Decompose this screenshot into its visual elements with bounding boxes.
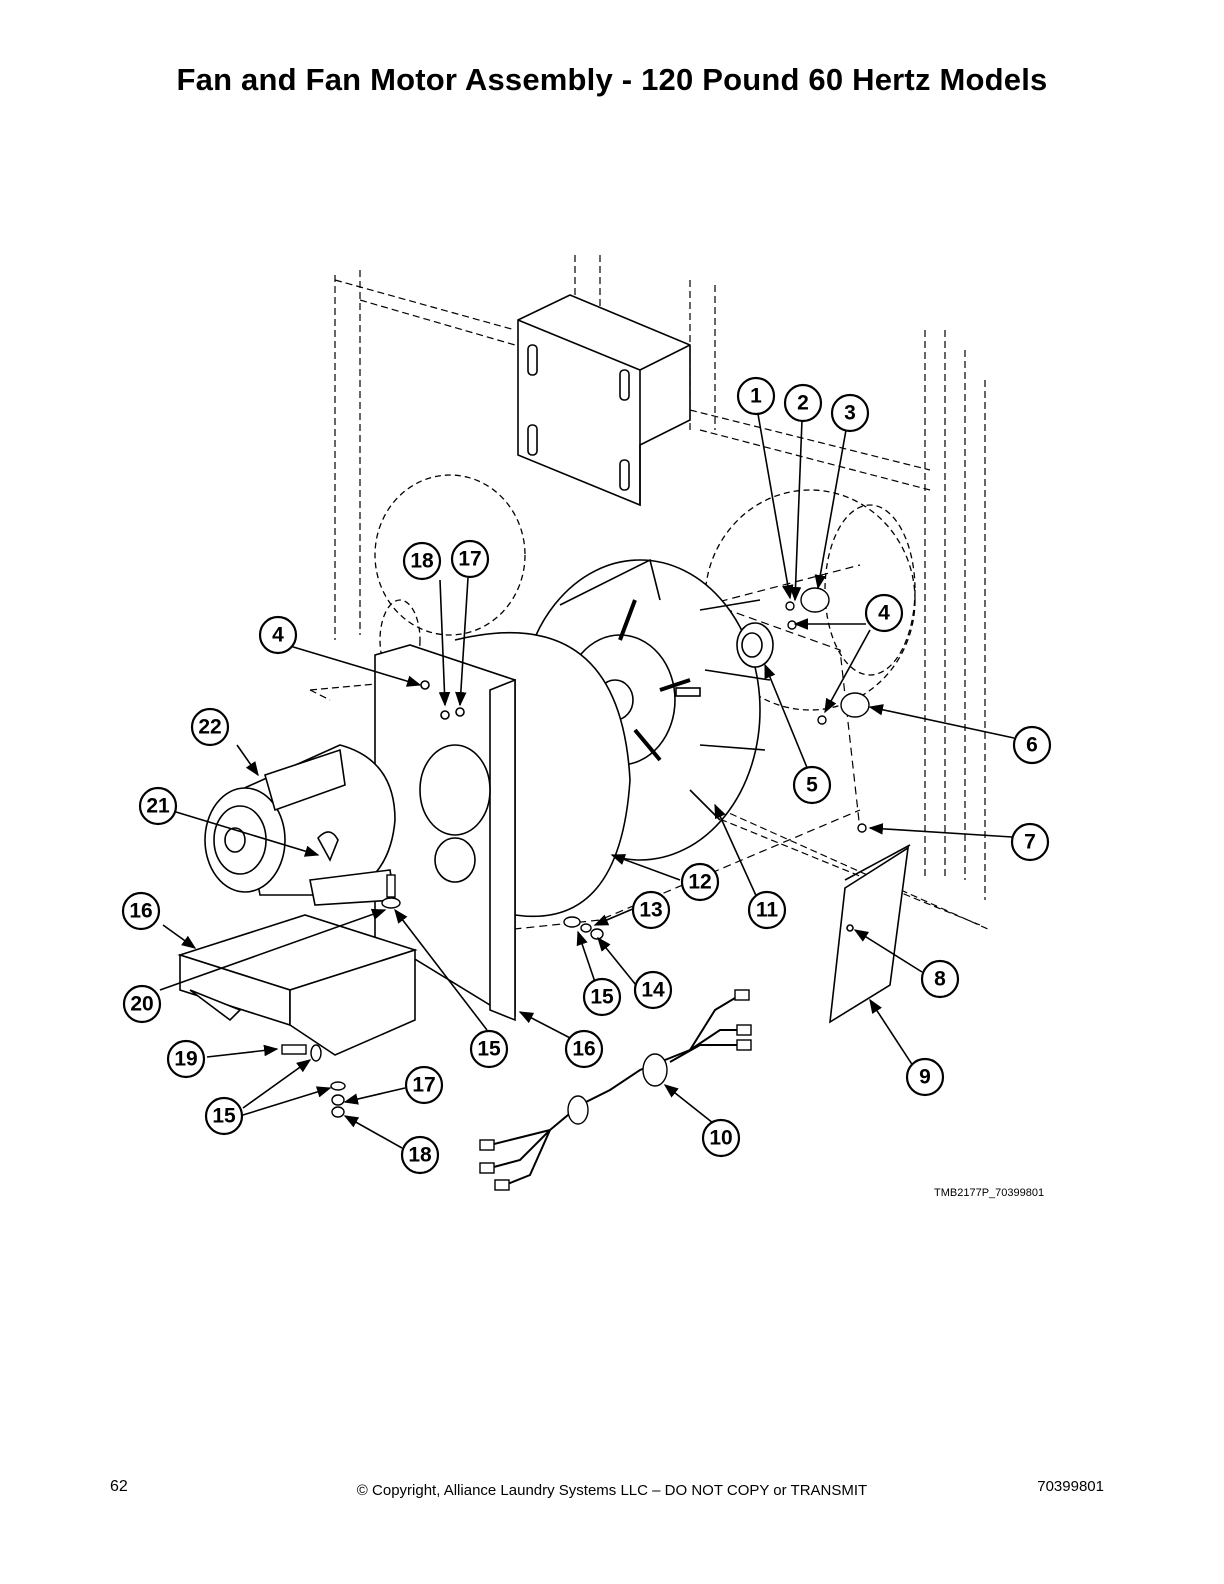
svg-text:16: 16 xyxy=(129,900,152,923)
svg-text:20: 20 xyxy=(130,993,153,1016)
duct-openings xyxy=(374,474,916,711)
callout-16: 16 xyxy=(564,1029,604,1069)
callout-4: 4 xyxy=(258,615,298,655)
callout-2: 2 xyxy=(783,383,823,423)
hub-bushing xyxy=(736,622,774,668)
svg-text:6: 6 xyxy=(1026,734,1038,757)
callout-21: 21 xyxy=(138,786,178,826)
svg-text:15: 15 xyxy=(590,986,614,1009)
svg-text:10: 10 xyxy=(709,1127,732,1150)
wire-harness xyxy=(479,989,752,1191)
callout-13: 13 xyxy=(631,890,671,930)
svg-text:17: 17 xyxy=(412,1074,435,1097)
hardware xyxy=(281,874,604,1118)
svg-text:22: 22 xyxy=(198,716,221,739)
svg-text:18: 18 xyxy=(410,550,434,573)
fan-motor xyxy=(204,744,396,906)
svg-text:12: 12 xyxy=(688,871,711,894)
callout-9: 9 xyxy=(905,1057,945,1097)
cabinet-frame xyxy=(309,255,991,931)
svg-text:21: 21 xyxy=(146,795,170,818)
svg-text:17: 17 xyxy=(458,548,481,571)
svg-text:13: 13 xyxy=(639,899,662,922)
svg-text:16: 16 xyxy=(572,1038,595,1061)
page-title: Fan and Fan Motor Assembly - 120 Pound 6… xyxy=(176,62,1048,97)
baffle-plate xyxy=(829,844,911,1024)
callout-16: 16 xyxy=(121,891,161,931)
svg-text:2: 2 xyxy=(797,392,809,415)
callout-14: 14 xyxy=(633,970,673,1010)
callout-15: 15 xyxy=(469,1029,509,1069)
svg-text:15: 15 xyxy=(477,1038,501,1061)
document-number: 70399801 xyxy=(1037,1478,1104,1495)
callout-15: 15 xyxy=(204,1096,244,1136)
svg-text:5: 5 xyxy=(806,774,818,797)
callout-10: 10 xyxy=(701,1118,741,1158)
svg-text:15: 15 xyxy=(212,1105,236,1128)
callout-3: 3 xyxy=(830,393,870,433)
callout-7: 7 xyxy=(1010,822,1050,862)
callout-15: 15 xyxy=(582,977,622,1017)
svg-text:14: 14 xyxy=(641,979,665,1002)
svg-text:4: 4 xyxy=(878,602,890,625)
motor-bracket-channel xyxy=(517,294,691,507)
svg-text:8: 8 xyxy=(934,968,946,991)
copyright-notice: © Copyright, Alliance Laundry Systems LL… xyxy=(356,1482,868,1499)
svg-text:19: 19 xyxy=(174,1048,197,1071)
svg-text:18: 18 xyxy=(408,1144,432,1167)
callout-12: 12 xyxy=(680,862,720,902)
page-number: 62 xyxy=(110,1478,128,1495)
callout-6: 6 xyxy=(1012,725,1052,765)
callout-22: 22 xyxy=(190,707,230,747)
callout-17: 17 xyxy=(404,1065,444,1105)
leader-lines xyxy=(159,413,1015,1149)
svg-text:7: 7 xyxy=(1024,831,1036,854)
motor-mount-plate xyxy=(374,644,516,1022)
callout-8: 8 xyxy=(920,959,960,999)
callout-18: 18 xyxy=(400,1135,440,1175)
callout-11: 11 xyxy=(747,890,787,930)
svg-text:11: 11 xyxy=(756,899,779,922)
callout-5: 5 xyxy=(792,765,832,805)
callout-17: 17 xyxy=(450,539,490,579)
callout-19: 19 xyxy=(166,1039,206,1079)
svg-text:3: 3 xyxy=(844,402,856,425)
svg-text:1: 1 xyxy=(750,385,762,408)
callout-18: 18 xyxy=(402,541,442,581)
figure-id: TMB2177P_70399801 xyxy=(934,1187,1045,1199)
callout-1: 1 xyxy=(736,376,776,416)
callout-4: 4 xyxy=(864,593,904,633)
svg-text:4: 4 xyxy=(272,624,284,647)
svg-text:9: 9 xyxy=(919,1066,931,1089)
callout-20: 20 xyxy=(122,984,162,1024)
